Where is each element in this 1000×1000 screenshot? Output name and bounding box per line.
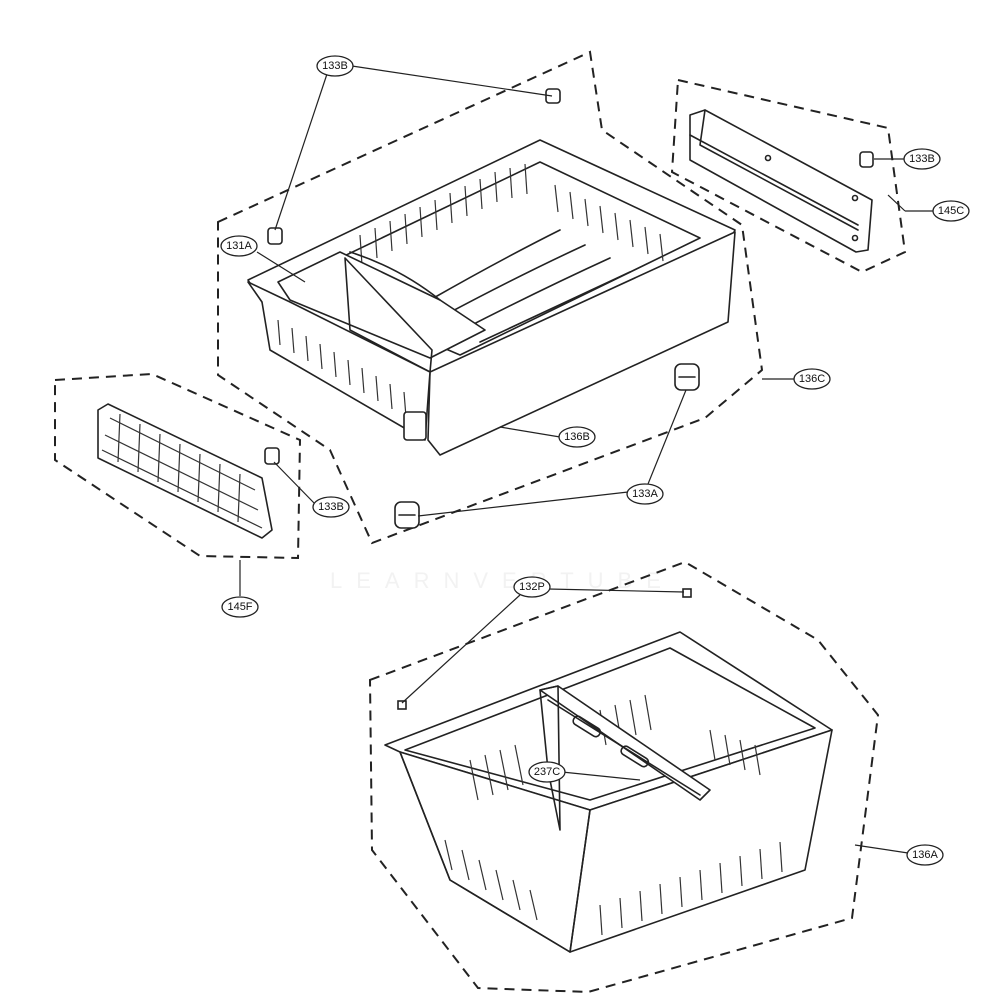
clip-133b-rail	[859, 151, 874, 168]
callout-145c: 145C	[932, 200, 970, 222]
callout-133b-top: 133B	[316, 55, 354, 77]
leader-lines	[239, 65, 934, 854]
callout-131a: 131A	[220, 235, 258, 257]
divider-145f	[97, 403, 273, 539]
callout-136b: 136B	[558, 426, 596, 448]
roller-133a-left	[394, 501, 420, 529]
callout-133a: 133A	[626, 483, 664, 505]
stopper-132p-right	[682, 588, 692, 598]
callout-145f: 145F	[221, 596, 259, 618]
svg-text:133A: 133A	[632, 488, 658, 500]
clip-133b-divider	[264, 447, 280, 465]
rail-145c-assembly-boundary	[670, 78, 907, 274]
upper-drawer-assembly-boundary	[217, 50, 764, 545]
upper-drawer-136b	[247, 139, 736, 456]
svg-text:136C: 136C	[799, 373, 825, 385]
stopper-132p-left	[397, 700, 407, 710]
rail-145c	[689, 109, 873, 253]
watermark-text: LEARNVERTUBE	[330, 568, 675, 593]
svg-text:133B: 133B	[909, 153, 935, 165]
svg-text:136B: 136B	[564, 431, 590, 443]
svg-text:132P: 132P	[519, 581, 545, 593]
callout-136c: 136C	[793, 368, 831, 390]
svg-text:145C: 145C	[938, 205, 964, 217]
svg-text:145F: 145F	[227, 601, 252, 613]
lower-bin-assembly-boundary	[368, 560, 880, 994]
svg-text:133B: 133B	[318, 501, 344, 513]
lower-bin-136a	[384, 631, 833, 953]
callout-133b-right: 133B	[903, 148, 941, 170]
svg-text:131A: 131A	[226, 240, 252, 252]
callout-132p: 132P	[513, 576, 551, 598]
svg-text:136A: 136A	[912, 849, 938, 861]
clip-133b-top	[545, 88, 561, 104]
callout-133b-left: 133B	[312, 496, 350, 518]
roller-133a-right	[674, 363, 700, 391]
svg-text:237C: 237C	[534, 766, 560, 778]
svg-text:133B: 133B	[322, 60, 348, 72]
callout-237c: 237C	[528, 761, 566, 783]
clip-133b-drawer-left	[267, 227, 283, 245]
callout-136a: 136A	[906, 844, 944, 866]
divider-145f-assembly-boundary	[54, 372, 302, 560]
